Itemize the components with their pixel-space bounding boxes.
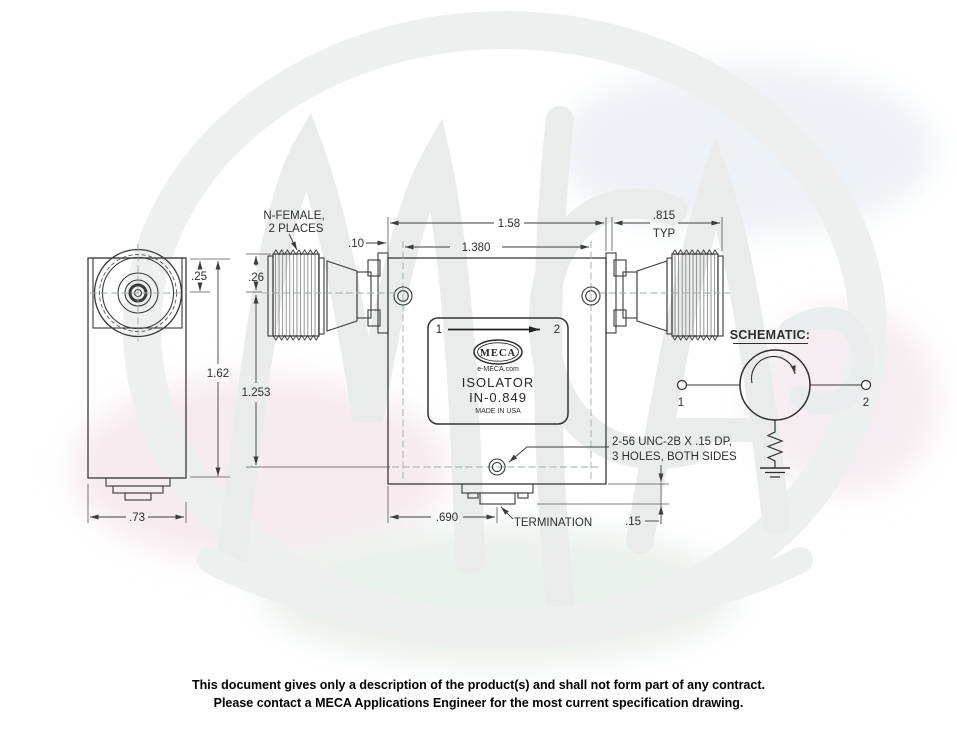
callout-n-female-line2: 2 PLACES [269, 223, 324, 235]
dim-side-width: .73 [129, 512, 145, 524]
dim-termination-depth: .15 [625, 516, 641, 528]
schematic-port1-label: 1 [678, 397, 684, 409]
nameplate-model: IN-0.849 [469, 390, 527, 405]
callout-screw-note-line2: 3 HOLES, BOTH SIDES [612, 451, 737, 463]
side-view: .25 1.62 .73 [87, 244, 230, 524]
nameplate-port-in: 1 [436, 324, 442, 336]
dim-edge-to-hole: .10 [348, 238, 364, 250]
disclaimer-line2: Please contact a MECA Applications Engin… [213, 696, 744, 710]
dim-overall-length: 1.58 [498, 218, 520, 230]
dim-nut-offset: .26 [248, 272, 264, 284]
port2-terminal [860, 379, 872, 391]
nameplate-origin: MADE IN USA [475, 408, 521, 415]
schematic: SCHEMATIC: 1 2 [676, 328, 872, 478]
dim-side-top-offset: .25 [191, 271, 207, 283]
nameplate-product: ISOLATOR [462, 375, 535, 390]
nameplate: 1 2 MECA e-MECA.com ISOLATOR IN-0.849 MA… [427, 317, 569, 425]
callout-screw-note-line1: 2-56 UNC-2B X .15 DP, [612, 436, 732, 448]
side-mounting-steps [105, 477, 171, 501]
dim-termination-center: .690 [436, 512, 458, 524]
termination-resistor-icon [760, 420, 790, 478]
callout-termination: TERMINATION [514, 517, 592, 529]
mounting-screws [393, 286, 601, 476]
front-view: 1 2 MECA e-MECA.com ISOLATOR IN-0.849 MA… [242, 210, 737, 529]
circulation-arrow-icon [750, 355, 796, 384]
schematic-port2-label: 2 [863, 397, 869, 409]
schematic-title: SCHEMATIC: [730, 328, 811, 342]
port1-terminal [676, 379, 688, 391]
disclaimer-line1: This document gives only a description o… [192, 678, 765, 692]
dim-connector-length-typ: TYP [653, 228, 676, 240]
right-n-connector [598, 249, 730, 341]
termination-block [461, 483, 534, 505]
nameplate-website: e-MECA.com [477, 366, 519, 373]
watermark-logo [70, 11, 940, 665]
dim-side-height: 1.62 [207, 368, 229, 380]
disclaimer: This document gives only a description o… [0, 676, 957, 712]
callout-n-female-line1: N-FEMALE, [263, 210, 324, 222]
dim-hole-row-drop: 1.253 [242, 387, 271, 399]
dim-connector-length: .815 [653, 210, 675, 222]
dim-hole-spacing: 1.380 [462, 242, 491, 254]
brand-logo-text: MECA [480, 348, 516, 359]
nameplate-port-out: 2 [554, 324, 560, 336]
left-n-connector [262, 249, 396, 341]
